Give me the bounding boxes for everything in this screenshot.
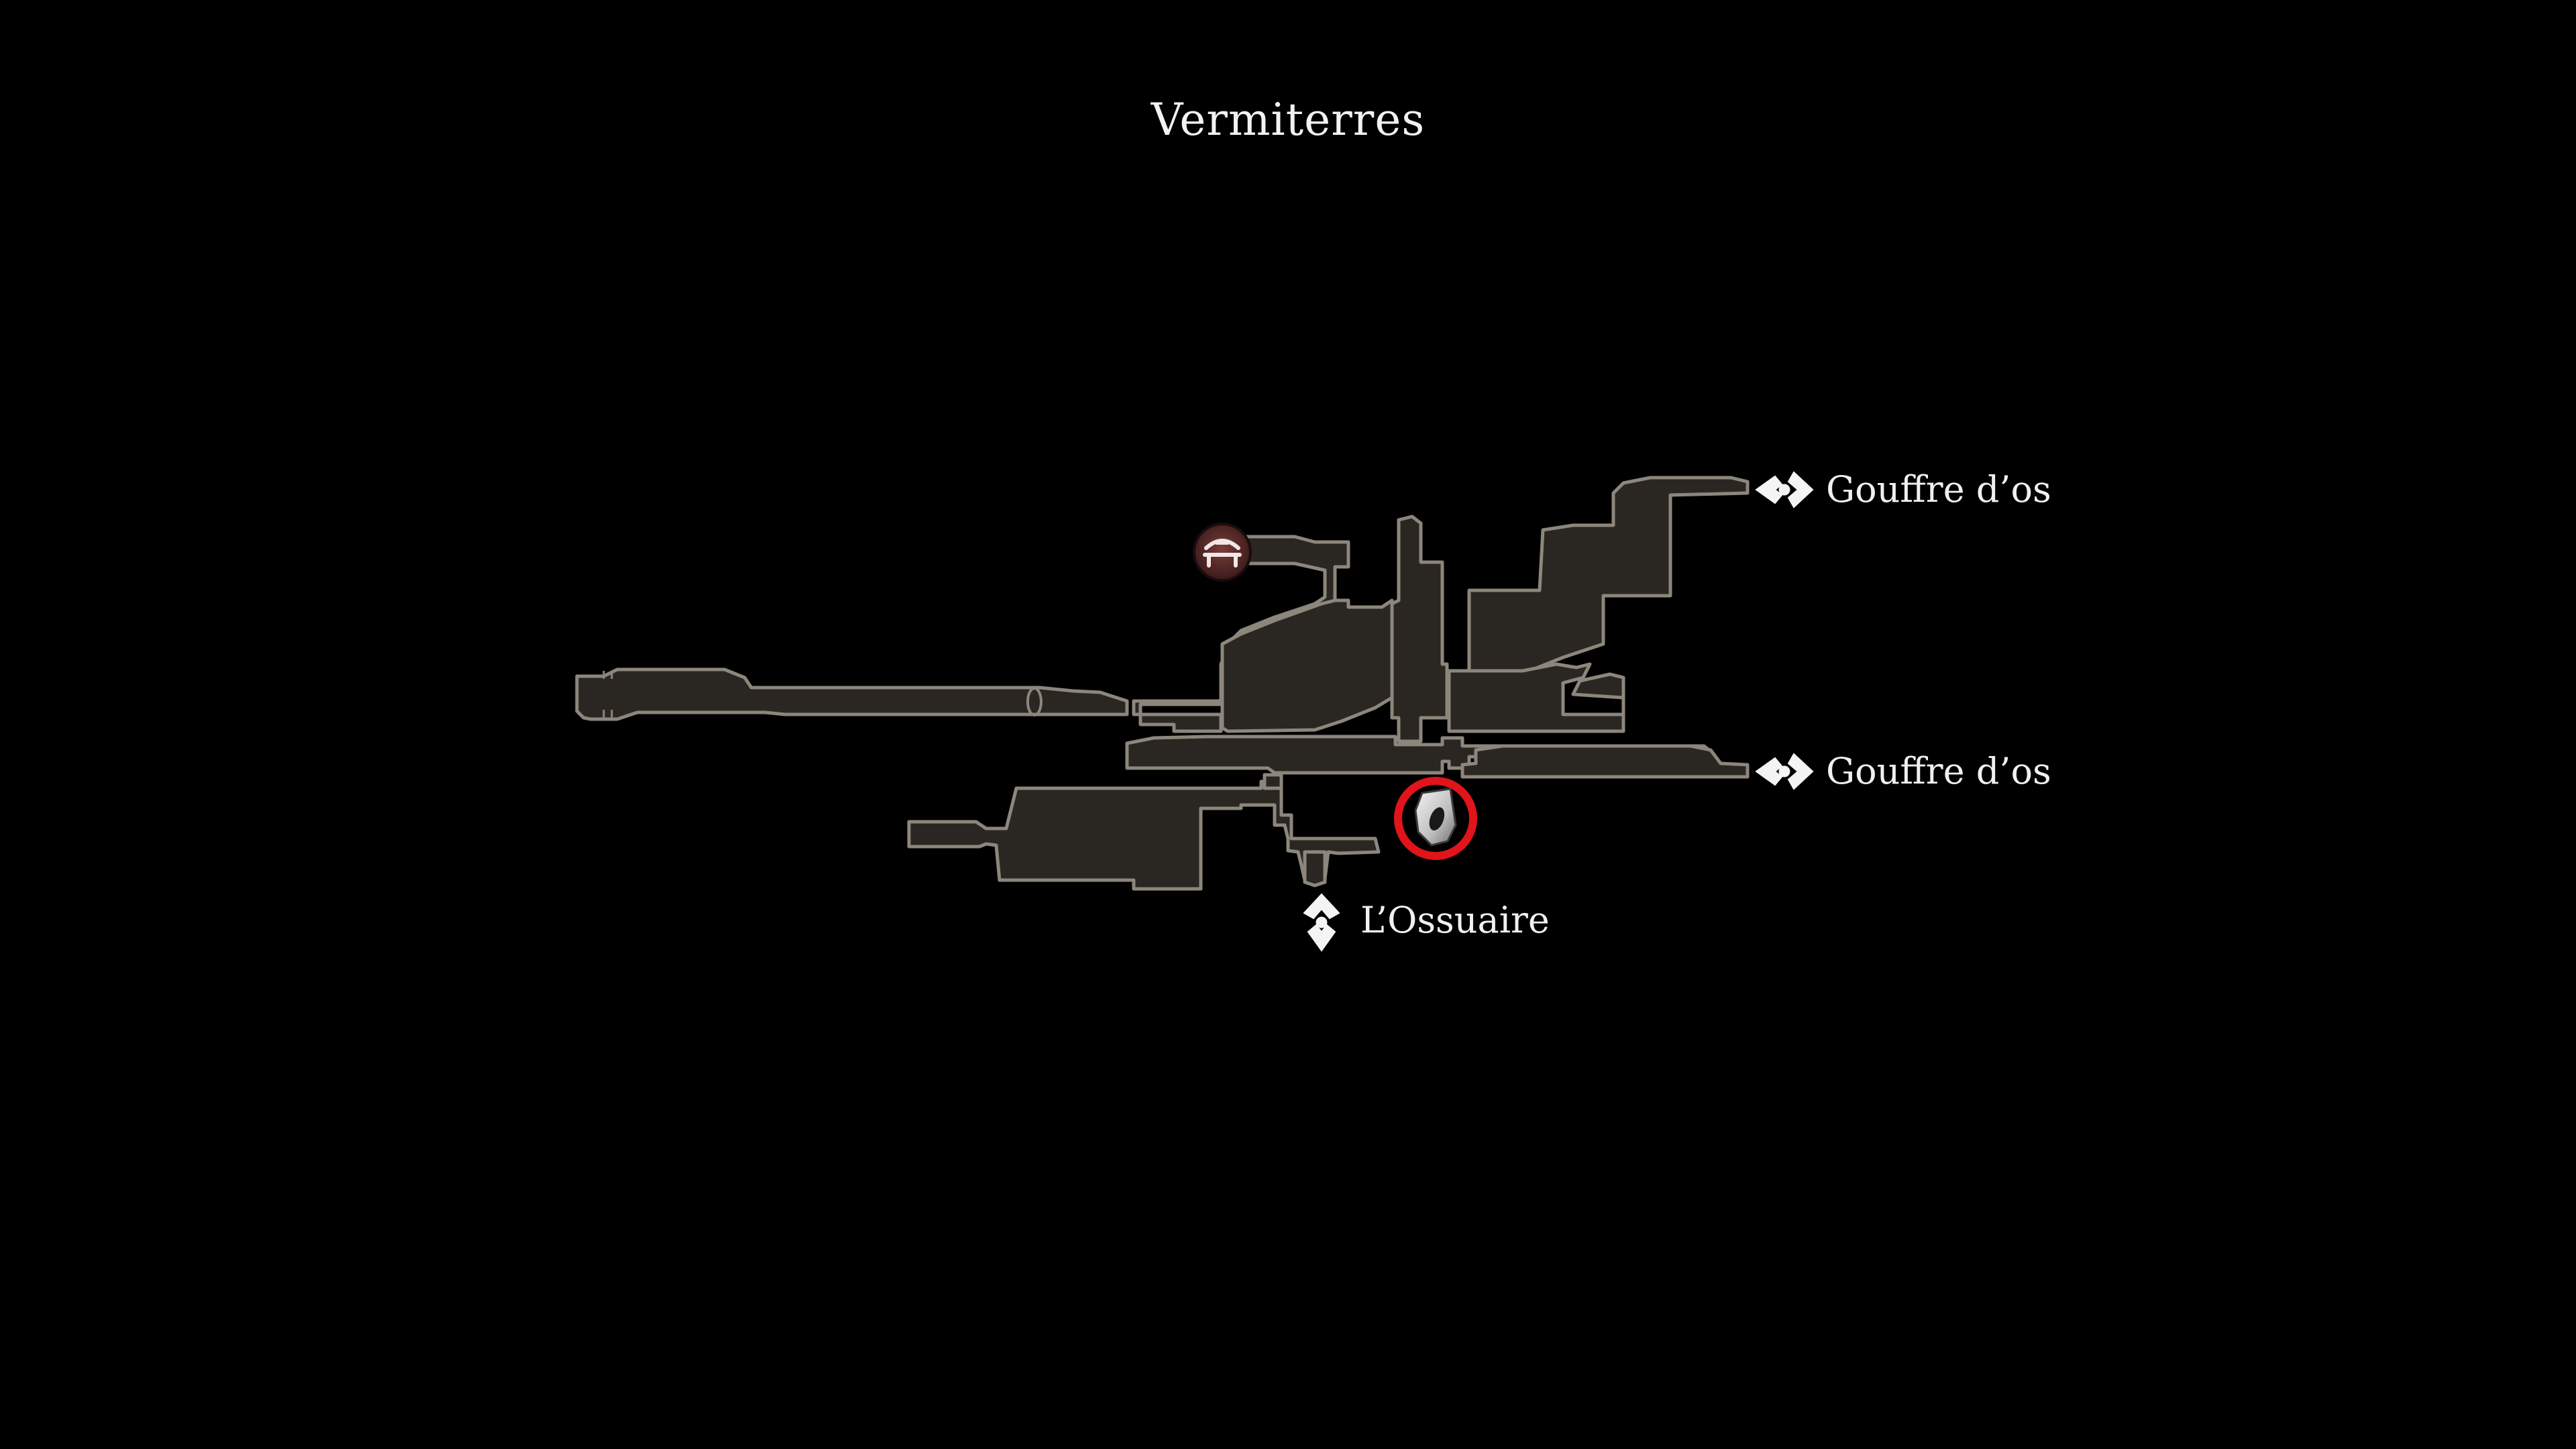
corridor-gate (1026, 687, 1042, 716)
corridor-notches (602, 671, 613, 719)
room-small-connector (1263, 773, 1283, 790)
exit-bottom[interactable]: L’Ossuaire (1303, 893, 1550, 952)
mask-shard-icon (1414, 788, 1457, 847)
current-location-marker[interactable] (1394, 777, 1477, 860)
exit-middle-right[interactable]: Gouffre d’os (1755, 750, 2051, 792)
map-rooms (575, 476, 1750, 891)
room-ossuaire-link (1303, 850, 1327, 888)
room-central-block (1220, 598, 1394, 733)
exit-label: L’Ossuaire (1360, 899, 1550, 941)
room-east-middle (1447, 662, 1625, 733)
fleur-arrow-icon (1755, 471, 1814, 508)
room-east-extension (1460, 744, 1750, 779)
room-lower-left (907, 780, 1381, 891)
exit-label: Gouffre d’os (1826, 750, 2051, 792)
exit-label: Gouffre d’os (1826, 468, 2051, 511)
area-title: Vermiterres (1150, 94, 1426, 146)
exit-top-right[interactable]: Gouffre d’os (1755, 468, 2051, 511)
room-vertical-shaft (1390, 515, 1449, 743)
fleur-arrow-icon (1303, 893, 1340, 952)
room-upper-right-steps (1467, 476, 1750, 673)
room-west-corridor (575, 667, 1129, 721)
bench-marker[interactable] (1193, 523, 1252, 582)
fleur-arrow-icon (1755, 753, 1814, 790)
bench-icon (1203, 539, 1242, 568)
